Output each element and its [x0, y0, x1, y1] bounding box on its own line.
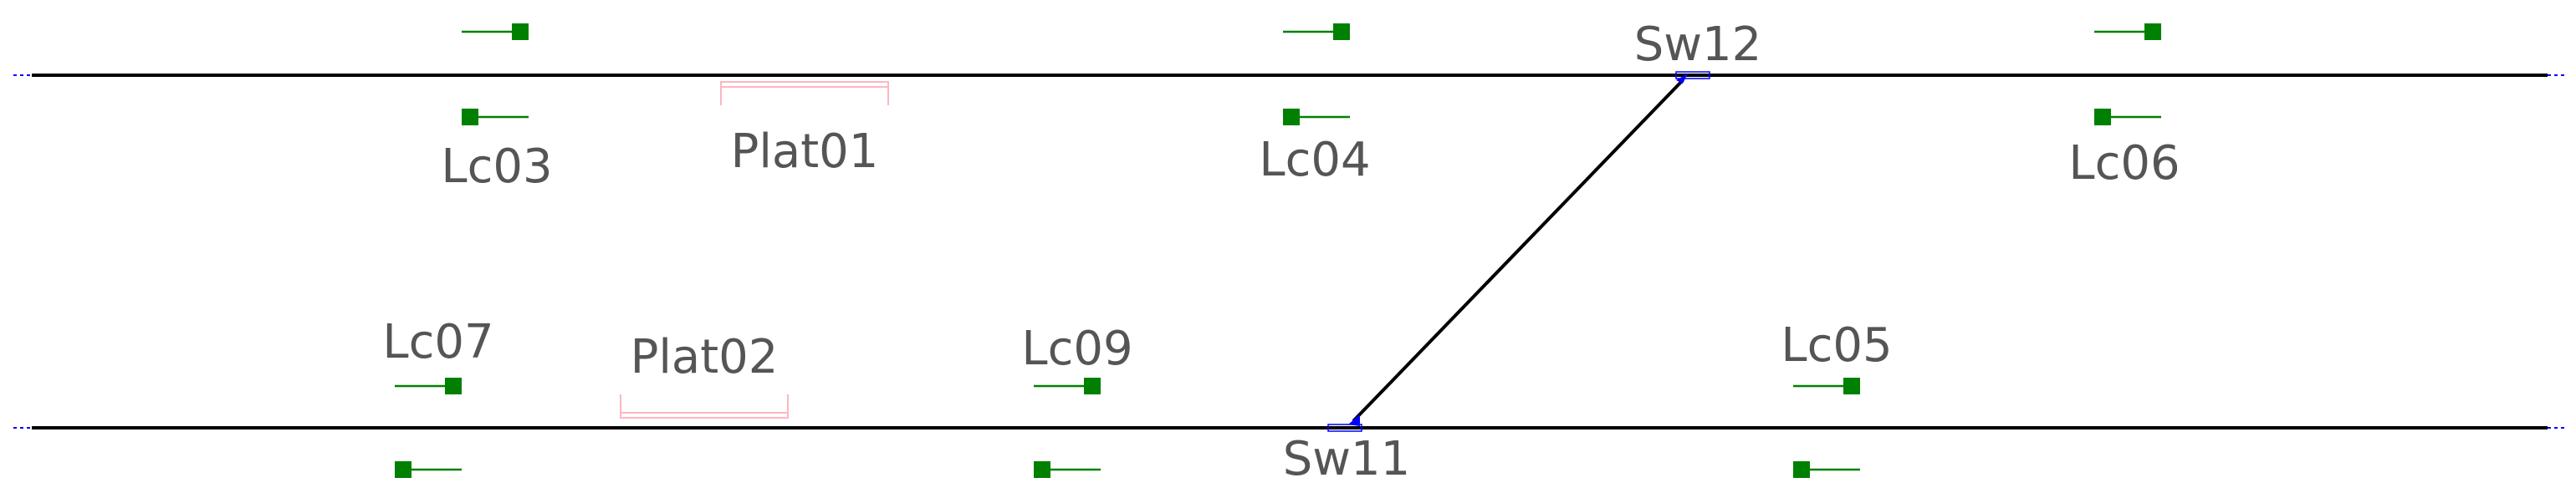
signal-lower-bottom-1[interactable]: [395, 461, 462, 478]
switch-sw11-marker: [1348, 414, 1360, 426]
switch-sw12-label: Sw12: [1634, 18, 1762, 72]
platform-plat01-label: Plat01: [731, 125, 879, 179]
signal-head: [1283, 109, 1300, 125]
platform-plat01[interactable]: Plat01: [720, 81, 889, 179]
crossover-track[interactable]: [1352, 79, 1684, 423]
switch-sw11-label: Sw11: [1283, 432, 1411, 486]
platform-plat02[interactable]: Plat02: [620, 330, 789, 419]
signal-head: [1034, 461, 1050, 478]
signal-head: [1843, 378, 1860, 394]
signal-upper-top-3[interactable]: [2094, 23, 2161, 40]
signal-upper-top-1[interactable]: [462, 23, 529, 40]
signal-lower-bottom-2[interactable]: [1034, 461, 1101, 478]
signal-lc04-label: Lc04: [1259, 133, 1370, 187]
signal-lc04[interactable]: Lc04: [1259, 109, 1371, 187]
signal-lc07-label: Lc07: [382, 315, 493, 369]
platform-plat02-outline: [620, 394, 789, 419]
signal-lc06[interactable]: Lc06: [2068, 109, 2180, 191]
signal-lc03-label: Lc03: [441, 140, 552, 194]
signal-head: [2094, 109, 2111, 125]
signal-head: [1084, 378, 1101, 394]
signal-head: [395, 461, 411, 478]
switch-sw12-body: [1675, 71, 1710, 79]
signal-lc05[interactable]: Lc05: [1781, 318, 1893, 394]
switch-sw12[interactable]: Sw12: [1634, 18, 1762, 84]
signal-head: [1793, 461, 1810, 478]
signal-head: [462, 109, 478, 125]
signal-head: [512, 23, 529, 40]
signal-lc09-label: Lc09: [1021, 322, 1132, 376]
signal-lc07[interactable]: Lc07: [382, 315, 494, 394]
signal-lower-bottom-3[interactable]: [1793, 461, 1860, 478]
platform-plat01-outline: [720, 81, 889, 105]
signal-head: [445, 378, 462, 394]
signal-lc03[interactable]: Lc03: [441, 109, 553, 194]
signal-upper-top-2[interactable]: [1283, 23, 1350, 40]
signal-lc06-label: Lc06: [2068, 136, 2180, 191]
switch-sw11-body: [1327, 424, 1362, 432]
platform-plat02-label: Plat02: [631, 330, 779, 384]
signal-lc09[interactable]: Lc09: [1021, 322, 1133, 394]
switch-sw12-marker: [1676, 74, 1688, 84]
switch-sw11[interactable]: Sw11: [1283, 414, 1411, 486]
signal-head: [2144, 23, 2161, 40]
signal-lc05-label: Lc05: [1781, 318, 1892, 373]
signal-head: [1333, 23, 1350, 40]
